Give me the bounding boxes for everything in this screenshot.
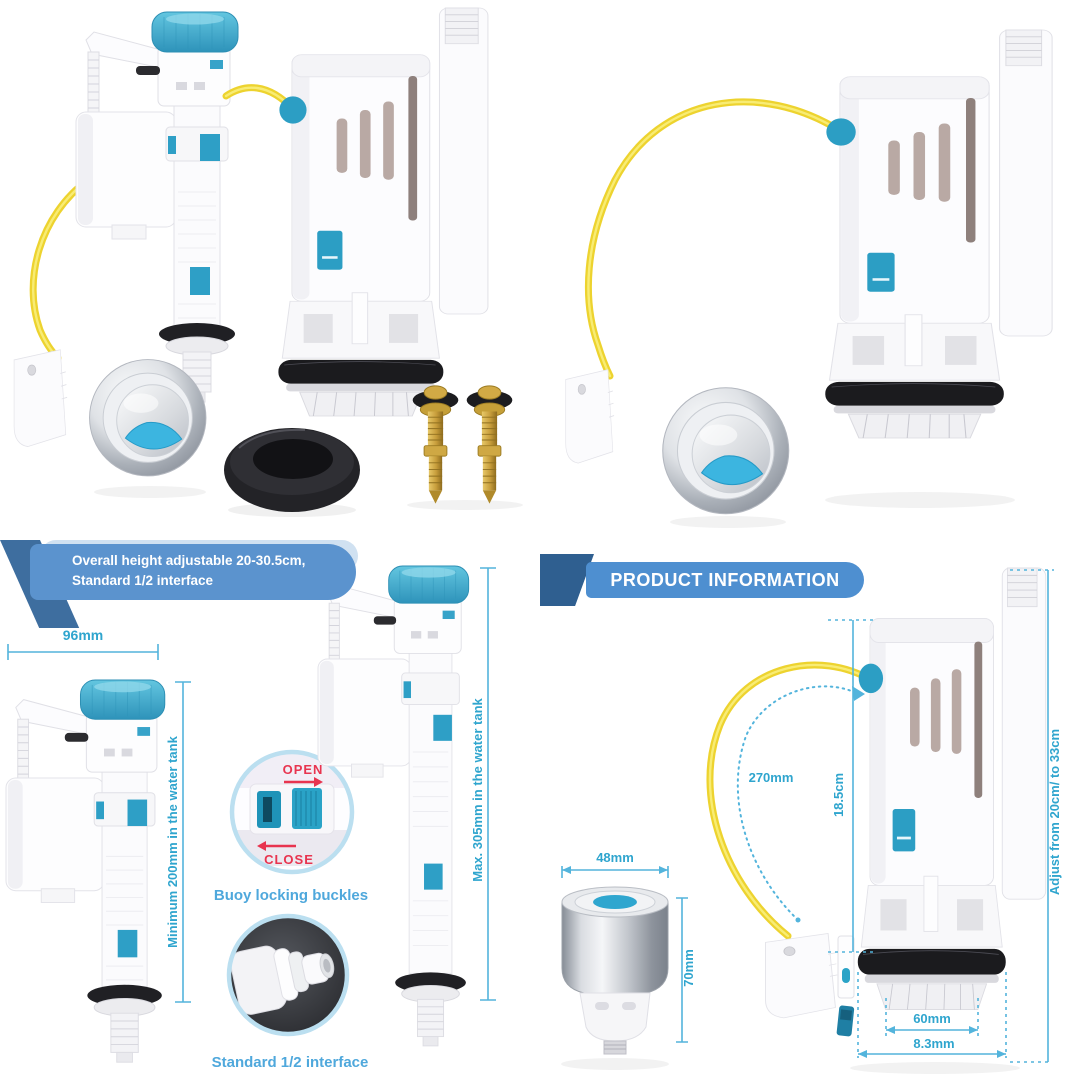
button-diameter-line — [561, 866, 669, 878]
flush-valve-illustration — [857, 567, 1047, 1011]
cable-bracket-illustration — [13, 349, 68, 448]
button-height-line — [676, 897, 688, 1043]
open-arrowhead-icon — [314, 777, 323, 787]
button-cable — [584, 98, 846, 380]
height-banner-line1: Overall height adjustable 20-30.5cm, — [72, 553, 306, 568]
dim-arrowhead-icon — [562, 866, 571, 874]
max-height-label: Max. 305mm in the water tank — [470, 697, 485, 881]
bracket-plate — [837, 935, 855, 999]
product-info-illustration: 270mm — [561, 567, 1062, 1074]
bracket-clip — [836, 1005, 855, 1037]
fill-valve-illustration — [75, 11, 239, 403]
quadrant-dimensions: 96mm Minimum 200mm in the water tank OPE… — [0, 540, 540, 1080]
valve-width-label: 96mm — [63, 627, 103, 643]
buoy-locks-caption: Buoy locking buckles — [214, 887, 368, 904]
dimensions-illustration: 96mm Minimum 200mm in the water tank OPE… — [5, 565, 496, 1071]
dim-arrowhead-icon — [969, 1026, 978, 1034]
button-cable — [706, 661, 875, 940]
interface-inset-photo — [229, 916, 347, 1034]
valve-height-label: 18.5cm — [831, 773, 846, 817]
product-info-banner: PRODUCT INFORMATION — [586, 562, 864, 598]
adjust-range-ticks — [1010, 569, 1054, 1063]
bracket-clip-slot — [842, 968, 850, 983]
push-button-illustration — [89, 359, 207, 477]
valve-photo-illustration — [565, 29, 1053, 528]
adjust-range-label: Adjust from 20cm/ to 33cm — [1047, 729, 1062, 895]
dim-arrowhead-icon — [659, 866, 668, 874]
inset-circle-ring — [229, 749, 355, 875]
cable-bracket-illustration — [765, 933, 838, 1019]
height-banner-line2: Standard 1/2 interface — [72, 573, 214, 589]
arc-start-dot — [795, 917, 801, 923]
tank-bolt-illustration — [466, 385, 513, 505]
tank-bolt-illustration — [412, 385, 459, 505]
dim-arrowhead-icon — [886, 1026, 895, 1034]
valve-height-ticks — [828, 619, 876, 953]
cable-length-label: 270mm — [749, 770, 794, 785]
outlet-diameter-label: 60mm — [913, 1011, 951, 1026]
close-label: CLOSE — [264, 852, 314, 867]
push-button-illustration — [662, 387, 790, 515]
max-height-dimension-line — [480, 567, 496, 1001]
flange-guides — [857, 972, 1007, 1058]
height-banner: Overall height adjustable 20-30.5cm, Sta… — [30, 544, 356, 600]
kit-photo-illustration — [13, 7, 523, 517]
quadrant-product-info: 270mm — [540, 540, 1080, 1080]
quadrant-valve-photo — [540, 0, 1080, 540]
close-arrowhead-icon — [257, 841, 266, 851]
width-dimension-line — [7, 644, 159, 660]
dim-arrowhead-icon — [858, 1050, 867, 1058]
button-height-label: 70mm — [681, 949, 696, 987]
arc-arrowhead-icon — [852, 686, 865, 701]
rubber-gasket-illustration — [223, 427, 361, 513]
min-height-label: Minimum 200mm in the water tank — [165, 735, 180, 947]
dim-arrowhead-icon — [997, 1050, 1006, 1058]
quadrant-kit-photo — [0, 0, 540, 540]
interface-caption: Standard 1/2 interface — [212, 1054, 369, 1071]
inset-circle-ring — [226, 913, 350, 1037]
flush-cable — [29, 176, 92, 362]
fill-valve-min-illustration — [5, 679, 166, 1063]
flush-valve-illustration — [824, 29, 1053, 439]
cable-bracket-illustration — [565, 369, 615, 464]
min-height-dimension-line — [175, 681, 191, 1003]
button-diameter-label: 48mm — [596, 850, 634, 865]
open-label: OPEN — [283, 762, 324, 777]
push-button-side-illustration — [561, 886, 669, 1055]
flush-valve-illustration — [277, 7, 489, 417]
cable-length-arc — [736, 685, 859, 921]
flange-diameter-label: 8.3mm — [913, 1036, 954, 1051]
